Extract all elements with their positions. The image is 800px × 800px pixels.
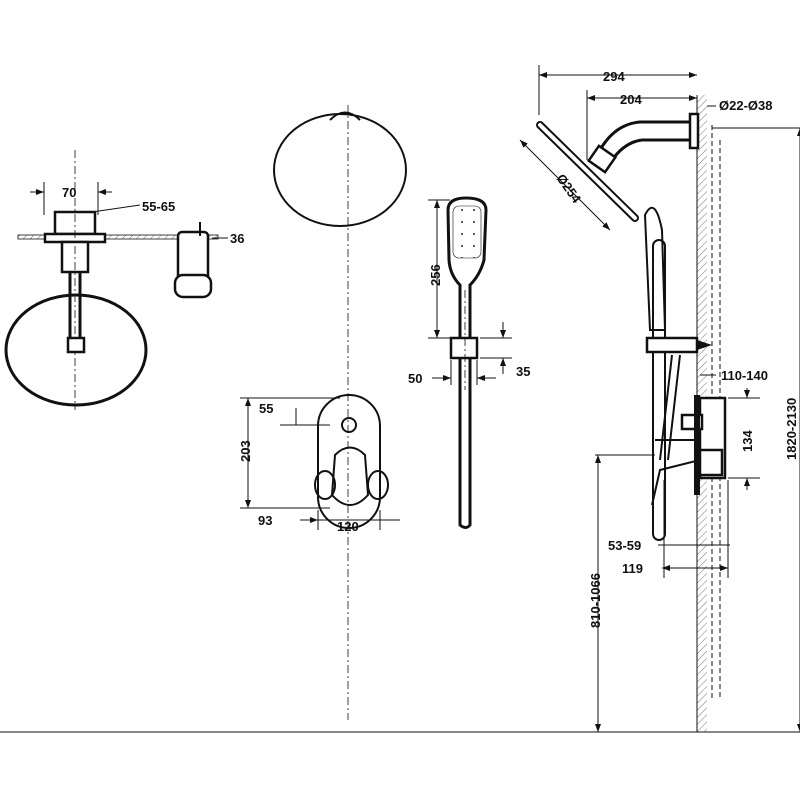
dim-holder-height: 35 bbox=[516, 364, 530, 379]
dim-valve-height: 134 bbox=[740, 430, 755, 452]
dim-plate-depth: 93 bbox=[258, 513, 272, 528]
dim-arm-length: 204 bbox=[620, 92, 642, 107]
dim-plate-top-offset: 55 bbox=[259, 401, 273, 416]
dim-plate-width: 120 bbox=[337, 519, 359, 534]
dim-wall-offset: 53-59 bbox=[608, 538, 641, 553]
hand-shower bbox=[428, 196, 512, 529]
dim-arm-projection: 294 bbox=[603, 69, 625, 84]
dim-valve-depth: 110-140 bbox=[721, 368, 768, 383]
dim-ceiling-thickness: 55-65 bbox=[142, 199, 175, 214]
round-shower-head bbox=[273, 105, 407, 720]
side-elevation bbox=[519, 65, 800, 732]
dim-mixer-height: 810-1066 bbox=[588, 573, 603, 628]
ceiling-shower-view bbox=[4, 150, 228, 410]
dim-ceiling-flange-width: 70 bbox=[62, 185, 76, 200]
dim-mixer-projection: 119 bbox=[622, 561, 643, 576]
control-plate bbox=[240, 394, 400, 530]
dim-head-diameter: Ø254 bbox=[554, 171, 585, 206]
dim-hand-shower-length: 256 bbox=[428, 264, 443, 286]
dim-pipe-diameter: Ø22-Ø38 bbox=[719, 98, 772, 113]
dim-holder-width: 50 bbox=[408, 371, 422, 386]
dim-rail-height: 1820-2130 bbox=[784, 398, 799, 460]
dim-plate-height: 203 bbox=[238, 440, 253, 462]
dim-ceiling-head-height: 36 bbox=[230, 231, 244, 246]
